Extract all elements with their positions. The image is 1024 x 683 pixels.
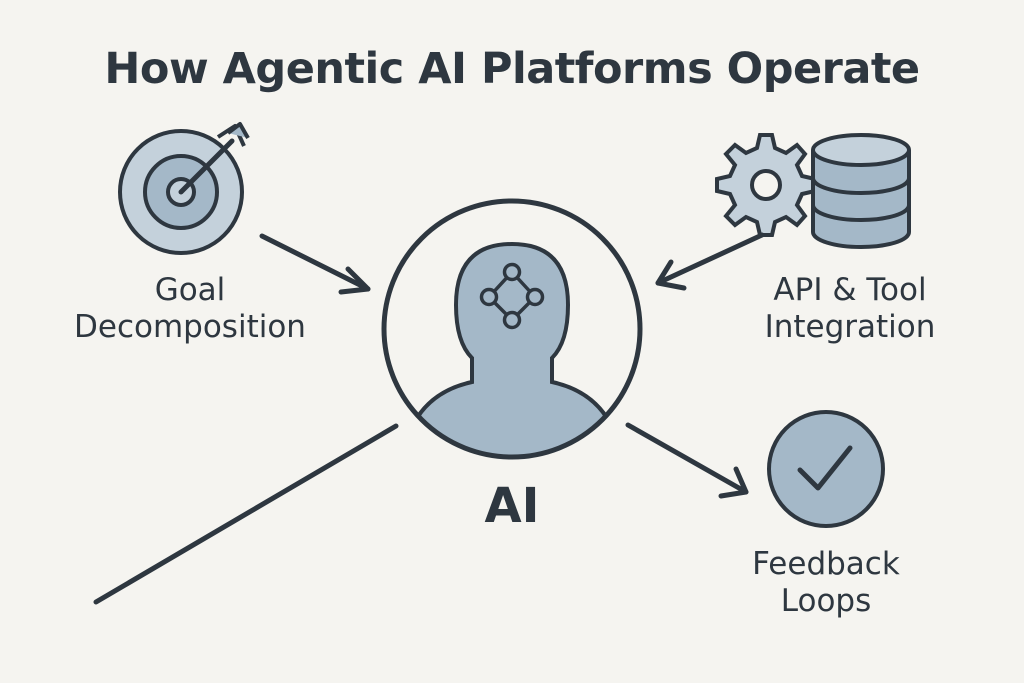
gear-icon [715,133,817,237]
goal-decomposition-label: Goal Decomposition [40,272,340,345]
feedback-loops-label: Feedback Loops [676,546,976,619]
ai-center-icon [381,198,643,460]
target-with-arrow-icon [118,122,250,255]
feedback-label-line2: Loops [780,582,872,619]
checkmark-circle-icon [767,410,885,528]
database-icon [811,133,911,249]
ai-center-label: AI [484,478,540,534]
ai-to-feedback-arrow [625,422,749,499]
api-tool-integration-label: API & Tool Integration [700,272,1000,345]
lower-left-connector-line [93,423,399,605]
goal-label-line2: Decomposition [74,308,306,345]
api-label-line1: API & Tool [773,272,927,308]
goal-to-ai-arrow [259,233,371,295]
api-to-ai-arrow [655,232,765,291]
diagram-title: How Agentic AI Platforms Operate [104,44,920,94]
api-label-line2: Integration [764,308,936,345]
head-with-network-icon [399,241,625,457]
goal-label-line1: Goal [154,272,226,308]
feedback-label-line1: Feedback [752,546,900,582]
